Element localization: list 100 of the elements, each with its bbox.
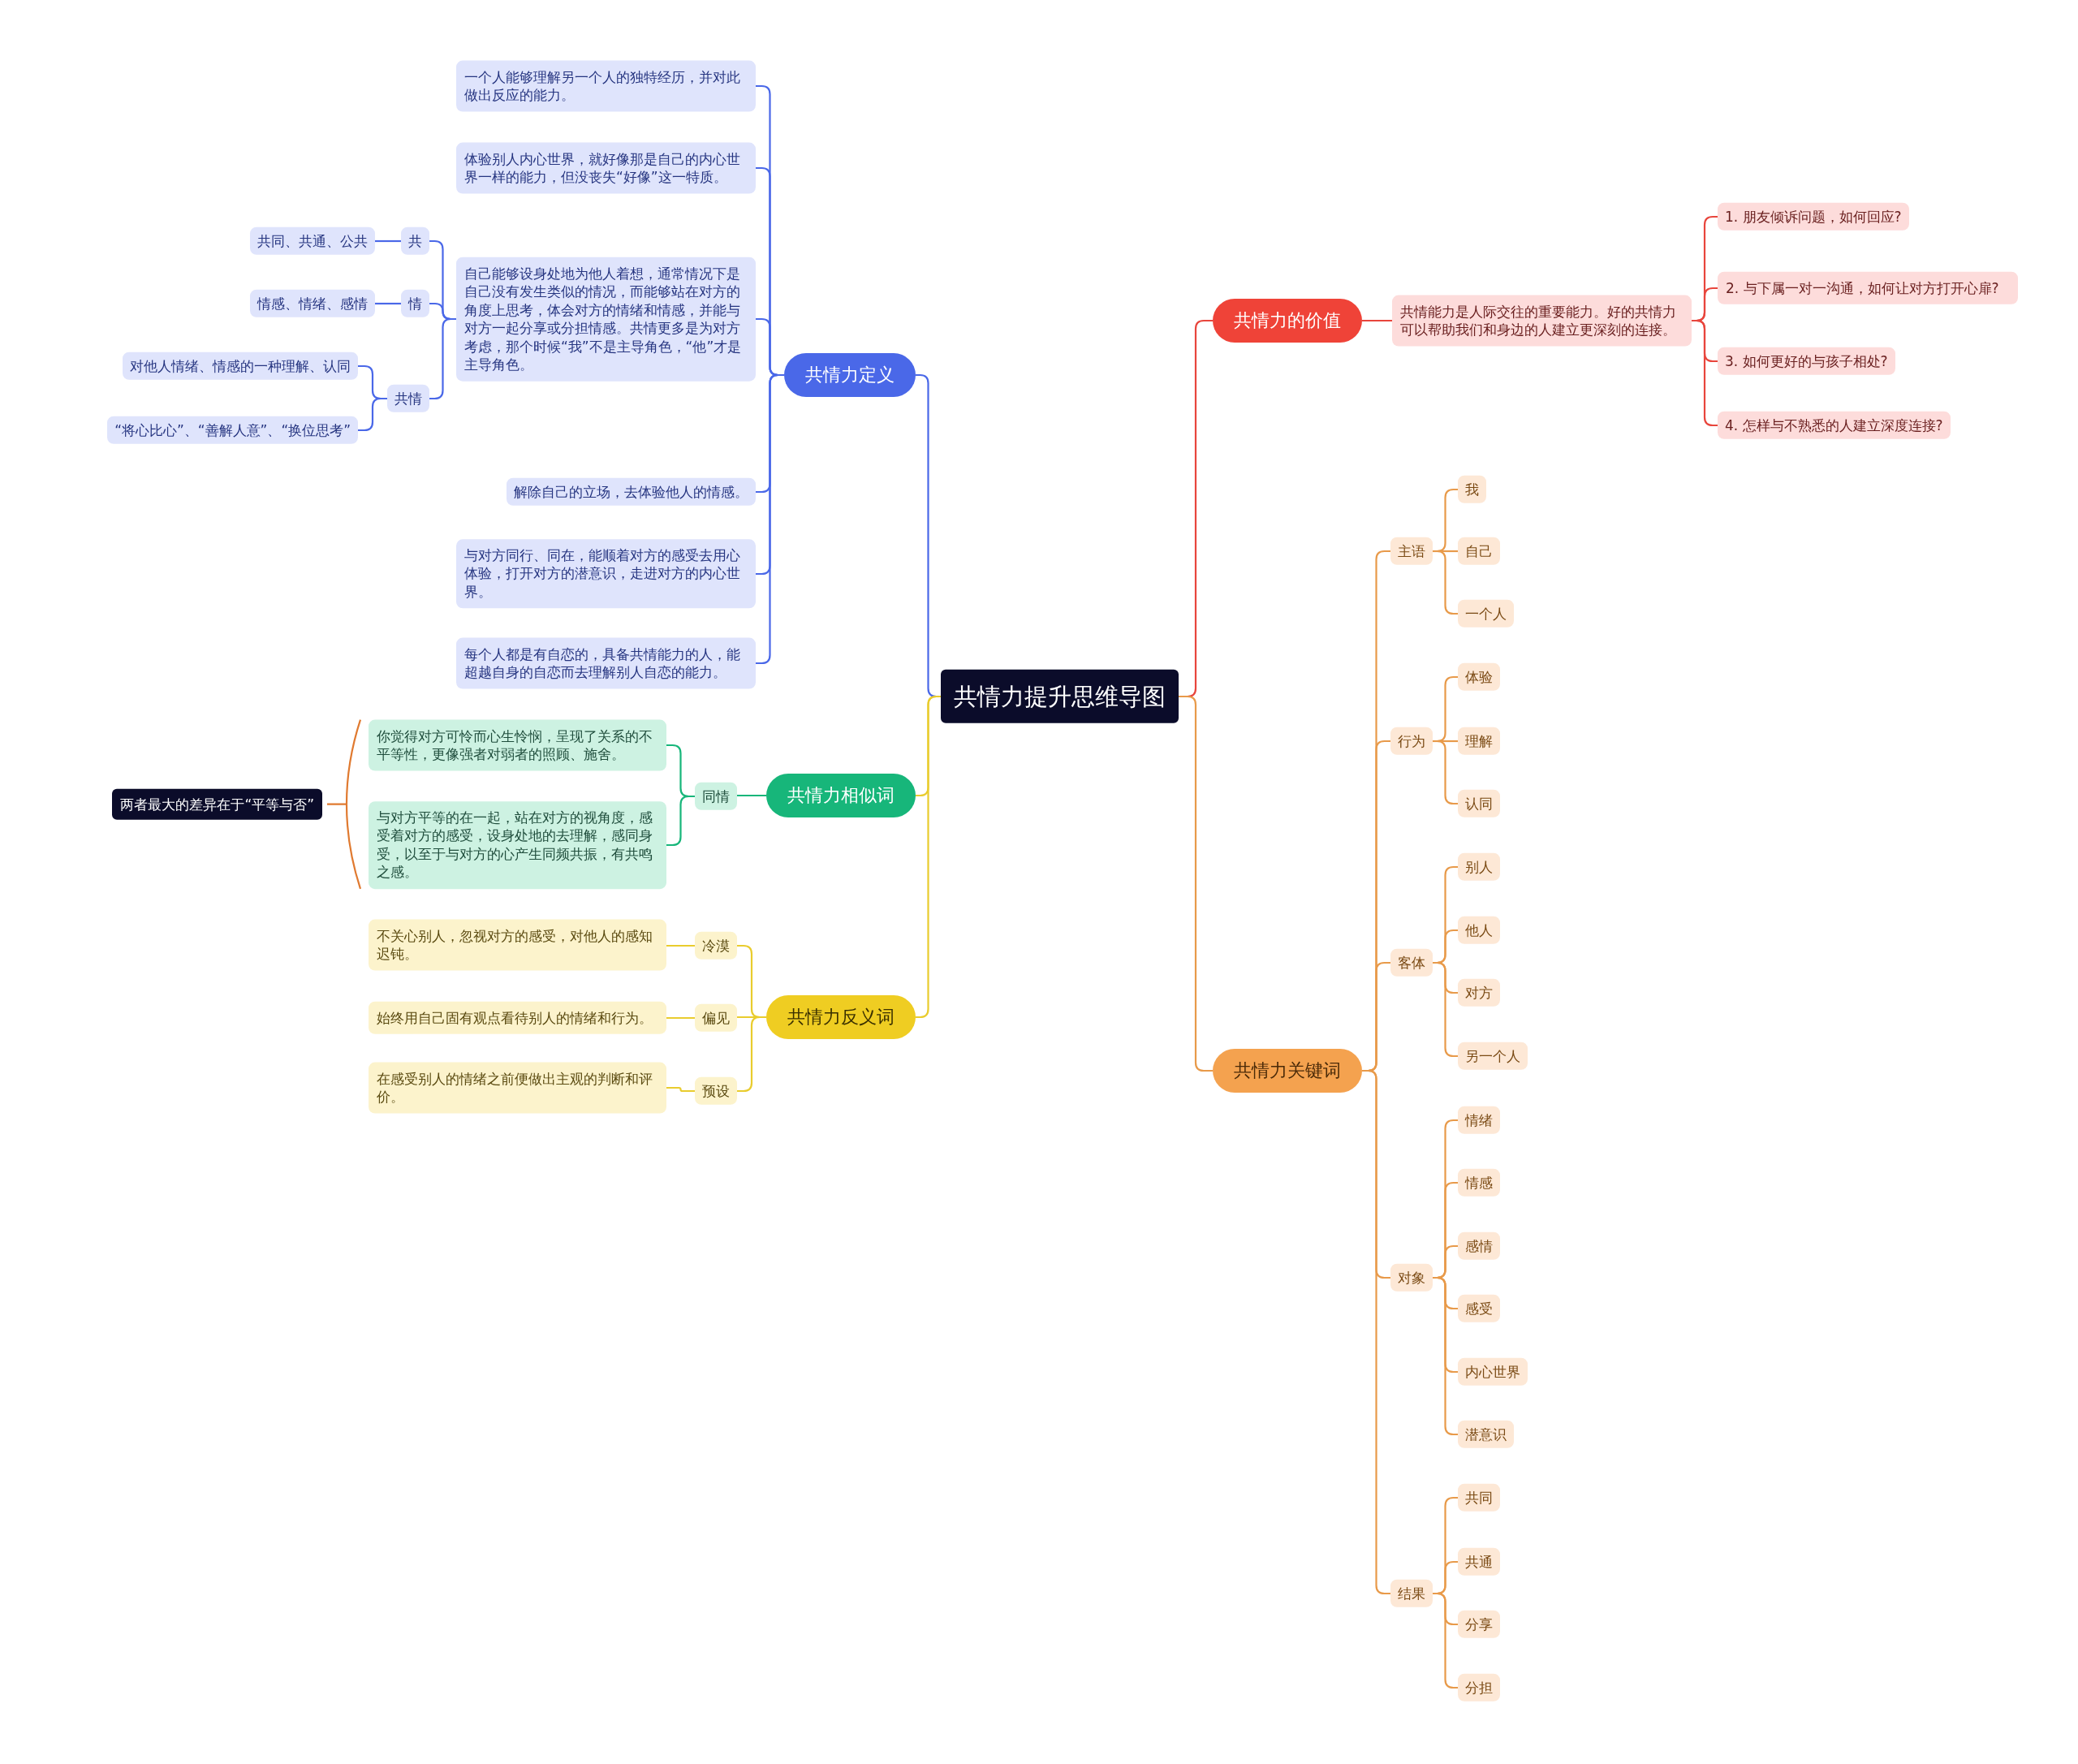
topic-text: 共情力定义	[805, 364, 895, 387]
topic-text: 内心世界	[1465, 1362, 1520, 1382]
topic-text: 分享	[1465, 1615, 1493, 1634]
topic-text: 共情力提升思维导图	[954, 681, 1166, 712]
topic-text: 潜意识	[1465, 1425, 1507, 1444]
subtopic-tag	[1718, 202, 1909, 231]
subtopic-tag	[695, 931, 737, 960]
subtopic-tag	[1458, 662, 1500, 692]
topic-text: 另一个人	[1465, 1046, 1520, 1066]
subtopic-tag	[387, 384, 429, 413]
topic-text: 体验别人内心世界，就好像那是自己的内心世界一样的能力，但没丧失“好像”这一特质。	[464, 149, 741, 187]
subtopic-tag	[1390, 948, 1433, 977]
subtopic-tag	[1390, 727, 1433, 756]
subtopic-tag	[695, 1003, 737, 1033]
subtopic-tag	[1458, 852, 1500, 882]
note-card	[369, 1062, 666, 1114]
topic-text: 与对方平等的在一起，站在对方的视角度，感受着对方的感受，设身处地的去理解，感同身受，以至于与对方的心产生同频共振，有共鸣之感。	[377, 809, 653, 882]
note-card	[456, 60, 756, 112]
subtopic-tag	[1458, 1168, 1500, 1197]
branch-connector	[1179, 695, 1213, 1072]
topic-text: 别人	[1465, 857, 1493, 877]
subtopic-tag	[1458, 1547, 1500, 1576]
topic-text: 感情	[1465, 1236, 1493, 1256]
note-card	[1718, 271, 2018, 305]
topic-text: 同情	[702, 787, 730, 806]
subtopic-tag	[695, 1076, 737, 1106]
subtopic-tag	[1458, 537, 1500, 566]
subtopic-tag	[1458, 1106, 1500, 1135]
branch-connector	[429, 317, 456, 400]
topic-text: 每个人都是有自恋的，具备共情能力的人，能超越自身的自恋而去理解别人自恋的能力。	[464, 645, 741, 682]
topic-text: 情	[408, 294, 422, 313]
subtopic-tag	[1390, 1579, 1433, 1608]
topic-text: 主语	[1398, 541, 1425, 561]
topic-text: 解除自己的立场，去体验他人的情感。	[514, 482, 748, 502]
topic-text: 客体	[1398, 953, 1425, 973]
topic-text: 自己	[1465, 541, 1493, 561]
subtopic-tag	[1458, 916, 1500, 945]
note-card	[456, 637, 756, 689]
topic-text: 2. 与下属一对一沟通，如何让对方打开心扉?	[1726, 278, 1999, 298]
topic-text: 冷漠	[702, 936, 730, 955]
subtopic-tag	[1458, 1483, 1500, 1512]
summary-note	[112, 788, 322, 821]
topic-text: 预设	[702, 1081, 730, 1101]
topic-text: 理解	[1465, 731, 1493, 751]
topic-text: 情感	[1465, 1173, 1493, 1193]
topic-text: 自己能够设身处地为他人着想，通常情况下是自己没有发生类似的情况，而能够站在对方的角度上思考，体会对方的情绪和情感，并能与对方一起分享或分担情感。共情更多是为对方考虑，那个时候“我”不是主导角色，“他”才是主导角色。	[464, 264, 743, 374]
subtopic-tag	[123, 352, 358, 381]
note-card	[369, 1001, 666, 1035]
topic-text: 情绪	[1465, 1111, 1493, 1130]
topic-text: 认同	[1465, 794, 1493, 813]
subtopic-tag	[250, 226, 375, 256]
topic-text: 共情能力是人际交往的重要能力。好的共情力可以帮助我们和身边的人建立更深刻的连接。	[1400, 302, 1677, 339]
topic-text: 共	[408, 231, 422, 251]
topic-text: 共情力的价值	[1234, 309, 1341, 333]
topic-text: 4. 怎样与不熟悉的人建立深度连接?	[1725, 416, 1943, 435]
subtopic-tag	[401, 289, 429, 318]
subtopic-tag	[107, 416, 358, 445]
note-card	[369, 801, 666, 889]
subtopic-tag	[1458, 475, 1486, 504]
subtopic-tag	[250, 289, 375, 318]
topic-text: 始终用自己固有观点看待别人的情绪和行为。	[377, 1008, 653, 1028]
subtopic-tag	[1458, 1294, 1500, 1323]
topic-text: 不关心别人，忽视对方的感受，对他人的感知迟钝。	[377, 926, 653, 964]
topic-text: 一个人能够理解另一个人的独特经历，并对此做出反应的能力。	[464, 67, 741, 105]
subtopic-tag	[1458, 1231, 1500, 1261]
topic-text: 与对方同行、同在，能顺着对方的感受去用心体验，打开对方的潜意识，走进对方的内心世界。	[464, 546, 741, 602]
topic-text: 共同、共通、公共	[257, 231, 368, 251]
note-card	[369, 919, 666, 971]
topic-text: 行为	[1398, 731, 1425, 751]
subtopic-tag	[1458, 978, 1500, 1007]
topic-text: 你觉得对方可怜而心生怜悯，呈现了关系的不平等性，更像强者对弱者的照顾、施舍。	[377, 727, 653, 764]
subtopic-tag	[1458, 727, 1500, 756]
note-card	[1392, 295, 1692, 347]
topic-text: 共情力反义词	[787, 1006, 895, 1029]
topic-text: 共情力关键词	[1234, 1059, 1341, 1083]
branch-connector	[358, 397, 387, 432]
note-card	[456, 539, 756, 609]
note-card	[456, 257, 756, 382]
branch-connector	[666, 1086, 695, 1093]
topic-text: 两者最大的差异在于“平等与否”	[120, 795, 314, 814]
topic-text: 情感、情绪、感情	[257, 294, 368, 313]
subtopic-tag	[1718, 347, 1895, 376]
branch-connector	[375, 302, 401, 305]
topic-text: 对他人情绪、情感的一种理解、认同	[130, 356, 351, 376]
note-card	[369, 719, 666, 771]
topic-text: 分担	[1465, 1678, 1493, 1697]
subtopic-tag	[1718, 411, 1951, 440]
subtopic-tag	[401, 226, 429, 256]
subtopic-tag	[1458, 1610, 1500, 1639]
topic-text: 结果	[1398, 1584, 1425, 1603]
subtopic-tag	[1390, 1263, 1433, 1292]
branch-topic	[766, 774, 916, 817]
topic-text: 对象	[1398, 1268, 1425, 1287]
topic-text: 共情力相似词	[787, 784, 895, 808]
topic-text: 共同	[1465, 1488, 1493, 1507]
topic-text: 对方	[1465, 983, 1493, 1003]
branch-connector	[1362, 319, 1392, 322]
branch-topic	[766, 995, 916, 1039]
subtopic-tag	[1458, 1420, 1514, 1449]
branch-topic	[784, 353, 916, 397]
